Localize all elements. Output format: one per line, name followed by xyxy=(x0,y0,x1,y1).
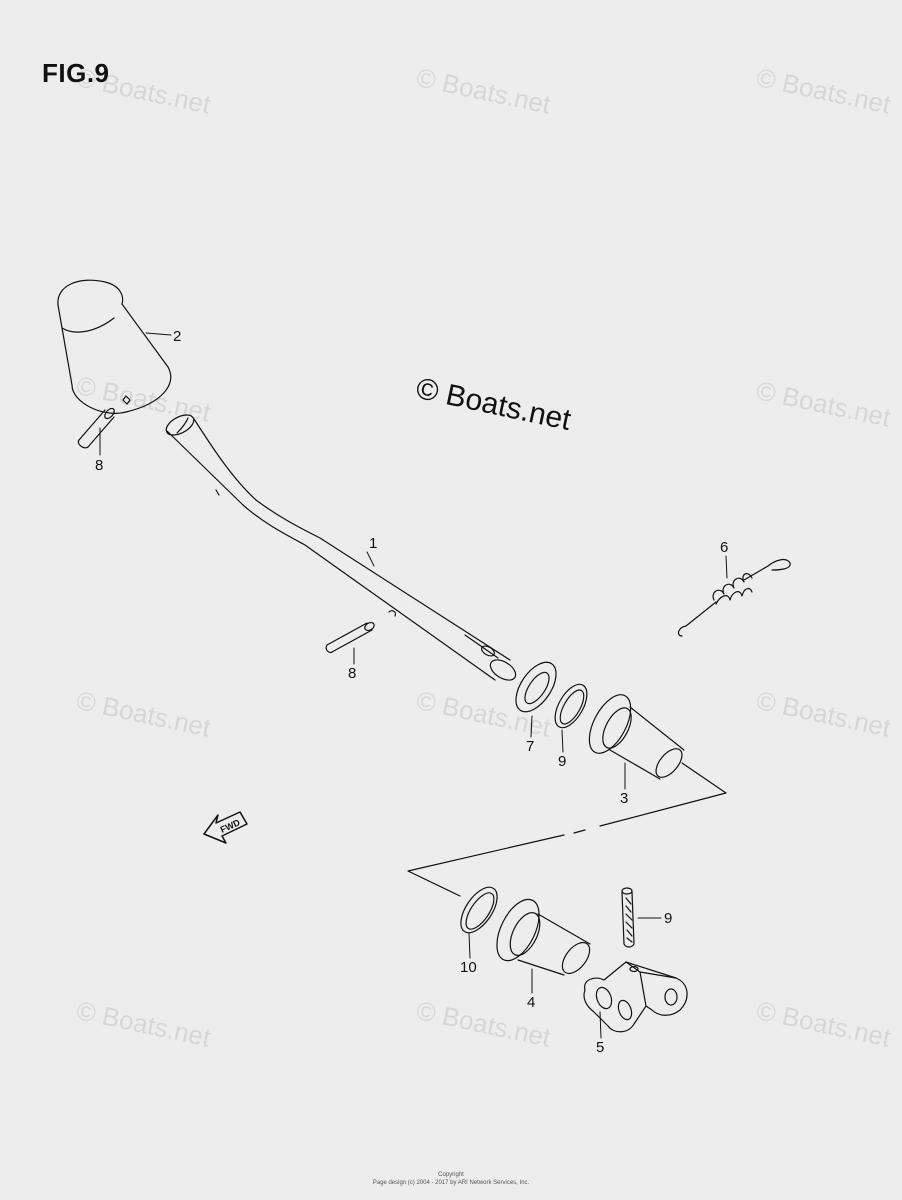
callout-numbers: 2 8 1 8 7 9 3 6 9 10 4 5 xyxy=(95,328,728,1056)
footer-page-design: Page design (c) 2004 - 2017 by ARI Netwo… xyxy=(372,1180,530,1186)
spring-part xyxy=(677,558,791,637)
callout-1: 1 xyxy=(369,535,377,552)
washer-part xyxy=(515,661,557,713)
callout-6: 6 xyxy=(720,539,728,556)
bushing-lower xyxy=(496,898,591,976)
leader-lines xyxy=(99,332,728,1039)
roll-pin xyxy=(621,887,635,948)
callout-4: 4 xyxy=(527,994,535,1011)
bracket-part xyxy=(583,961,688,1033)
pin-upper xyxy=(77,407,115,449)
lever-rod xyxy=(165,414,517,681)
callout-10: 10 xyxy=(460,959,477,976)
figure-title: FIG.9 xyxy=(42,58,110,88)
pin-lower xyxy=(325,621,375,654)
callout-8-upper: 8 xyxy=(95,457,103,474)
callout-7: 7 xyxy=(526,738,534,755)
grip-part xyxy=(57,279,172,414)
callout-9-lower: 9 xyxy=(664,910,672,927)
callout-8-lower: 8 xyxy=(348,665,356,682)
callout-3: 3 xyxy=(620,790,628,807)
fwd-arrow-icon xyxy=(203,811,248,844)
callout-2: 2 xyxy=(173,328,181,345)
oring-upper xyxy=(554,683,588,729)
bushing-upper xyxy=(588,694,685,780)
oring-lower xyxy=(460,886,498,934)
assembly-break-line xyxy=(407,762,727,897)
footer-copyright: Copyright xyxy=(438,1172,464,1178)
callout-9-upper: 9 xyxy=(558,753,566,770)
callout-5: 5 xyxy=(596,1039,604,1056)
